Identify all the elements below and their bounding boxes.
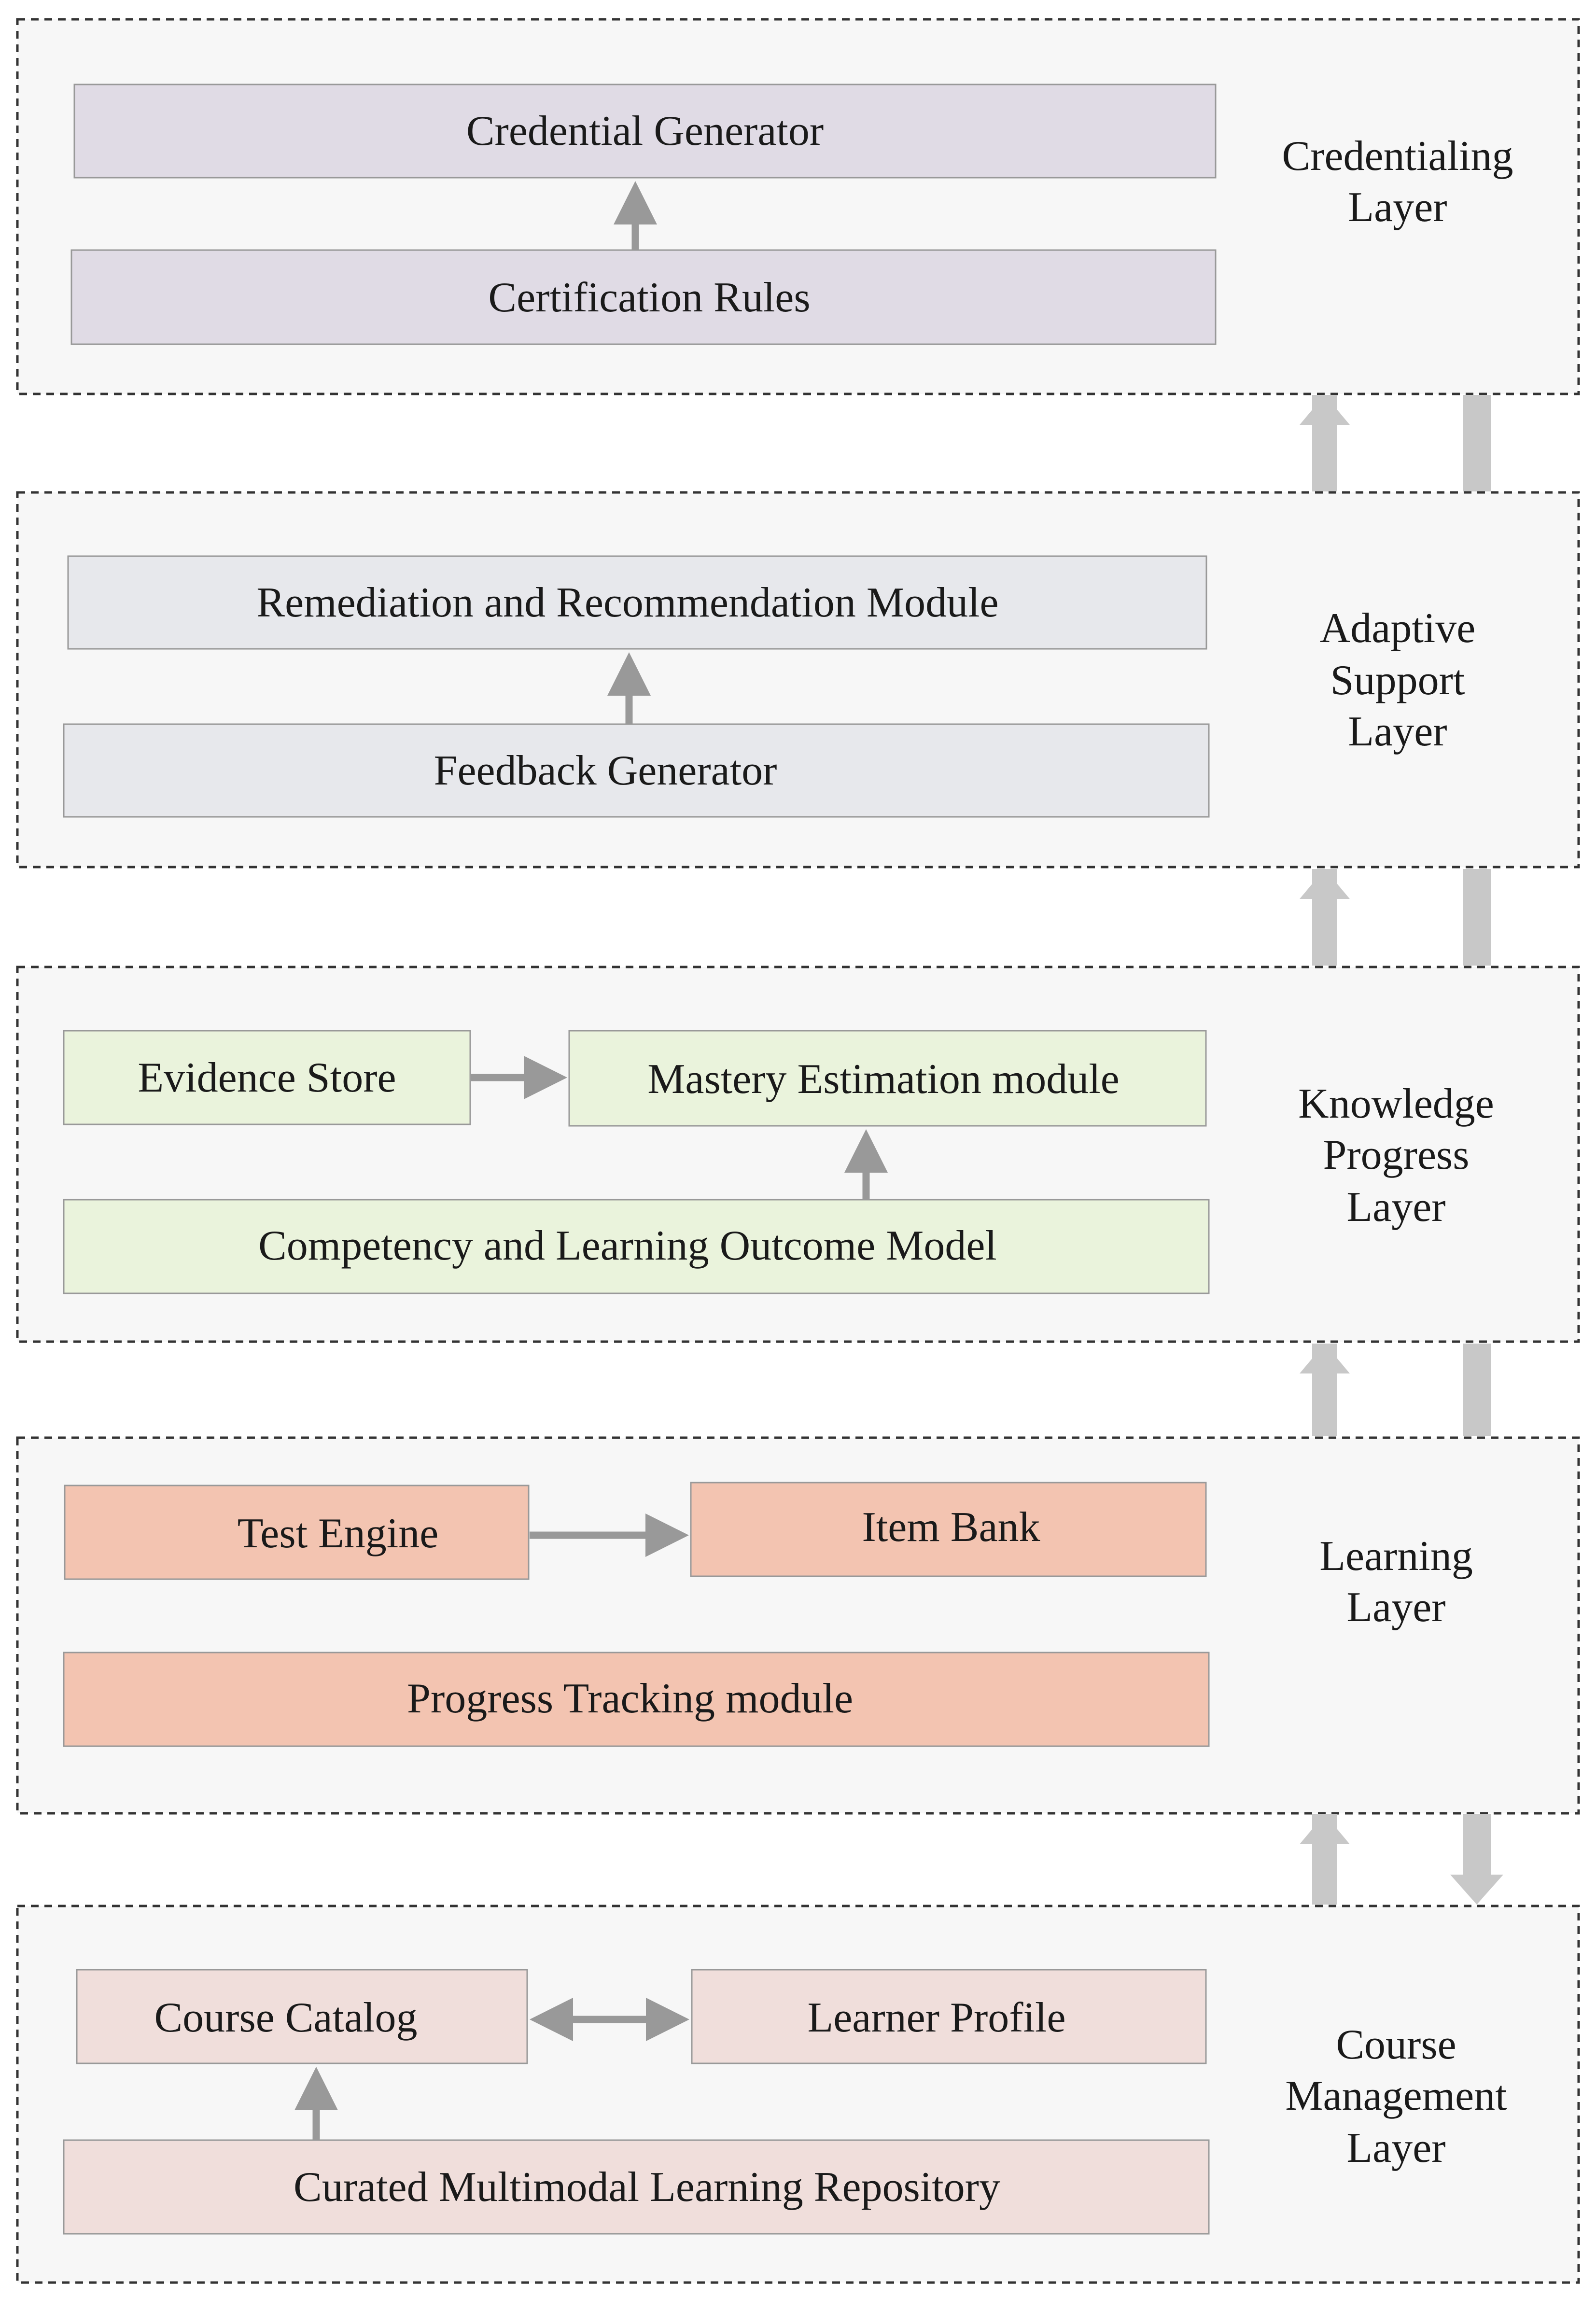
down-arrow-connector <box>1463 1814 1491 1877</box>
credentialing-layer-label-2: Layer <box>1348 184 1447 231</box>
knowledge-layer-label-2: Progress <box>1323 1132 1469 1178</box>
credential-generator-box <box>73 84 1217 179</box>
adaptive-layer-label-1: Adaptive <box>1320 605 1476 652</box>
knowledge-layer-label-1: Knowledge <box>1298 1080 1494 1127</box>
learning-to-knowledge-connector <box>1300 1344 1491 1436</box>
mastery-module-box <box>568 1030 1207 1127</box>
adaptive-support-layer: Remediation and Recommendation Module Fe… <box>16 491 1580 869</box>
evidence-store-label: Evidence Store <box>138 1054 396 1101</box>
down-arrow-head <box>1450 1875 1503 1905</box>
feedback-generator-label: Feedback Generator <box>434 747 777 794</box>
adaptive-layer-label-3: Layer <box>1348 708 1447 755</box>
plain-connector-bar <box>1463 395 1491 491</box>
certification-rules-box <box>70 249 1217 345</box>
feedback-generator-box <box>63 723 1210 818</box>
up-arrow-head <box>1300 395 1350 425</box>
credentialing-layer: Credential Generator Certification Rules… <box>16 18 1580 395</box>
up-arrow-head <box>1300 869 1350 899</box>
mastery-module-label: Mastery Estimation module <box>647 1056 1120 1103</box>
remediation-module-box <box>67 555 1207 650</box>
plain-connector-bar <box>1463 1344 1491 1436</box>
competency-model-box <box>63 1199 1210 1294</box>
course-to-learning-connector <box>1300 1814 1503 1905</box>
course-layer-label-3: Layer <box>1346 2125 1445 2172</box>
progress-tracking-label: Progress Tracking module <box>407 1675 853 1722</box>
test-engine-label: Test Engine <box>238 1510 439 1557</box>
evidence-store-box <box>63 1030 471 1125</box>
learning-layer-label-2: Layer <box>1346 1584 1445 1631</box>
item-bank-box <box>690 1482 1207 1577</box>
knowledge-layer-label-3: Layer <box>1346 1184 1445 1231</box>
progress-tracking-box <box>63 1652 1210 1747</box>
learning-layer-label-1: Learning <box>1319 1533 1473 1580</box>
up-arrow-head <box>1300 1344 1350 1373</box>
course-catalog-box <box>76 1969 528 2064</box>
up-arrow-head <box>1300 1814 1350 1844</box>
credentialing-layer-label-1: Credentialing <box>1282 133 1513 180</box>
learner-profile-label: Learner Profile <box>807 1994 1065 2041</box>
item-bank-label: Item Bank <box>862 1504 1040 1551</box>
learning-layer: Test Engine Item Bank Progress Tracking … <box>16 1436 1580 1815</box>
knowledge-to-adaptive-connector <box>1300 869 1491 966</box>
competency-model-label: Competency and Learning Outcome Model <box>258 1222 997 1269</box>
knowledge-progress-layer: Evidence Store Mastery Estimation module… <box>16 966 1580 1343</box>
course-layer-label-2: Management <box>1285 2073 1507 2119</box>
test-engine-box <box>64 1485 530 1580</box>
adaptive-layer-label-2: Support <box>1330 657 1465 704</box>
certification-rules-label: Certification Rules <box>488 274 810 321</box>
remediation-module-label: Remediation and Recommendation Module <box>256 579 998 626</box>
repository-label: Curated Multimodal Learning Repository <box>294 2164 1000 2211</box>
credential-generator-label: Credential Generator <box>466 108 824 154</box>
plain-connector-bar <box>1463 869 1491 966</box>
adaptive-to-credentialing-connector <box>1300 395 1491 491</box>
course-catalog-label: Course Catalog <box>154 1994 417 2041</box>
course-layer-label-1: Course <box>1336 2021 1456 2068</box>
course-management-layer: Course Catalog Learner Profile Curated M… <box>16 1905 1580 2284</box>
learner-profile-box <box>691 1969 1207 2064</box>
repository-box <box>63 2139 1210 2235</box>
